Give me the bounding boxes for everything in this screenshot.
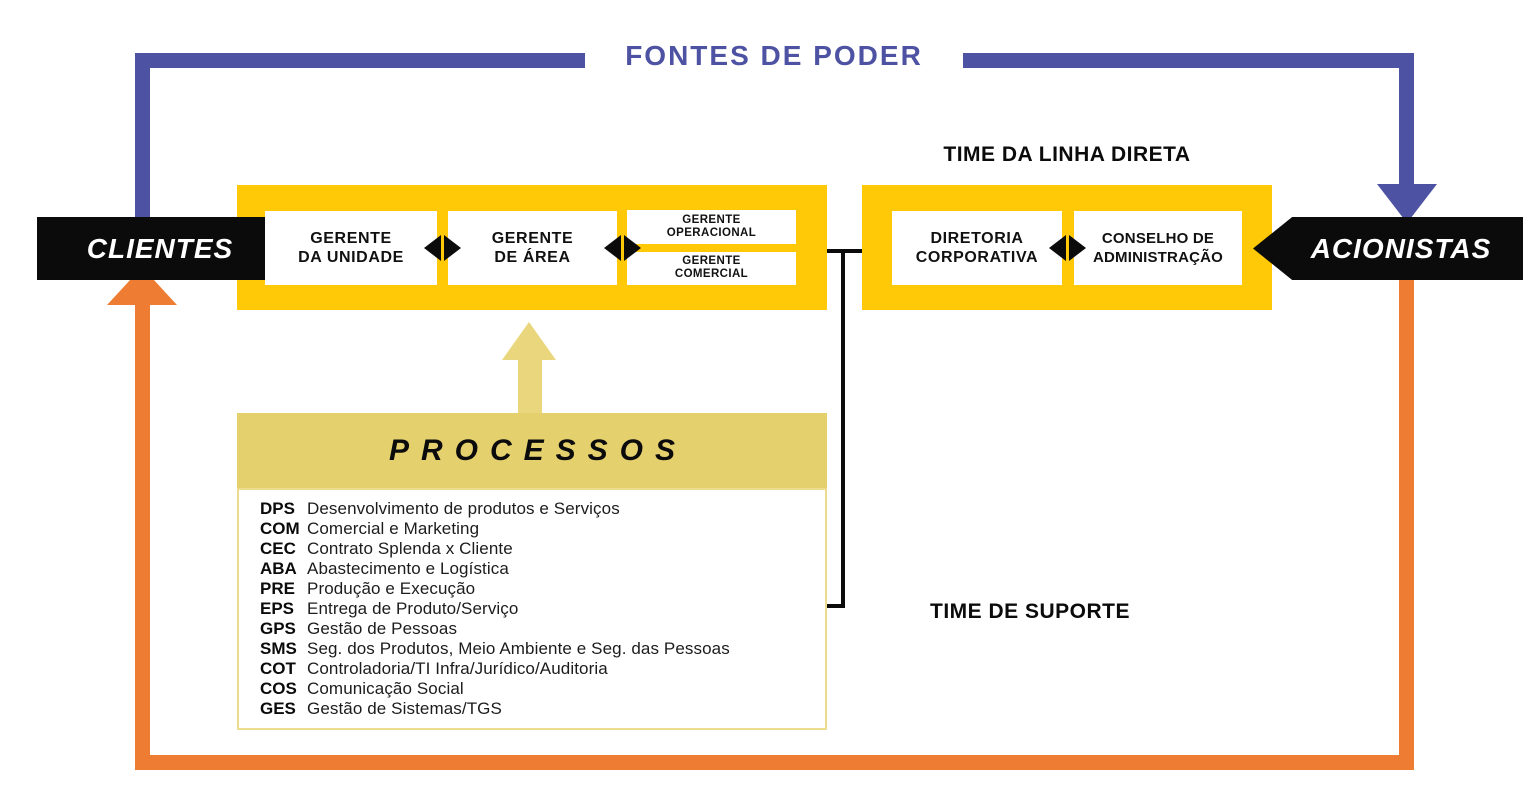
gerente-operacional-line1: GERENTE <box>682 213 741 226</box>
blue-line-right-vertical <box>1399 53 1414 185</box>
connector-vertical <box>841 250 845 608</box>
process-code: DPS <box>260 499 295 518</box>
orange-line-bottom <box>135 755 1414 770</box>
blue-arrow-down-icon <box>1377 184 1437 223</box>
processos-title: PROCESSOS <box>388 433 688 467</box>
process-code: GPS <box>260 619 296 638</box>
process-desc: Entrega de Produto/Serviço <box>307 599 519 618</box>
gerente-unidade-line1: GERENTE <box>310 230 392 247</box>
diretoria-line2: CORPORATIVA <box>915 249 1039 266</box>
clientes-label: CLIENTES <box>86 232 234 264</box>
process-code: ABA <box>260 559 297 578</box>
process-desc: Contrato Splenda x Cliente <box>307 539 513 558</box>
processos-header: PROCESSOS <box>237 413 827 488</box>
diretoria-line1: DIRETORIA <box>930 230 1024 247</box>
gerente-unidade-line2: DA UNIDADE <box>298 249 404 266</box>
process-code: SMS <box>260 639 297 658</box>
orange-line-left-vertical <box>135 303 150 770</box>
tan-arrow-shaft <box>518 358 542 414</box>
gerente-comercial-box: GERENTE COMERCIAL <box>627 251 796 285</box>
fontes-de-poder-title: FONTES DE PODER <box>625 40 923 71</box>
process-item: PRE Produção e Execução <box>260 579 825 599</box>
blue-line-left-vertical <box>135 53 150 217</box>
process-item: COS Comunicação Social <box>260 679 825 699</box>
gerente-area-box: GERENTE DE ÁREA <box>448 211 617 285</box>
process-desc: Comunicação Social <box>307 679 464 698</box>
double-arrow-icon <box>424 235 461 261</box>
process-item: DPS Desenvolvimento de produtos e Serviç… <box>260 499 825 519</box>
process-desc: Abastecimento e Logística <box>307 559 509 578</box>
diretoria-corporativa-box: DIRETORIA CORPORATIVA <box>892 211 1062 285</box>
acionistas-banner: ACIONISTAS <box>1253 217 1523 280</box>
process-desc: Produção e Execução <box>307 579 476 598</box>
process-code: CEC <box>260 539 296 558</box>
double-arrow-icon <box>604 235 641 261</box>
tan-arrow-up-icon <box>502 322 556 360</box>
process-code: COM <box>260 519 300 538</box>
acionistas-label: ACIONISTAS <box>1310 232 1492 264</box>
process-desc: Gestão de Pessoas <box>307 619 458 638</box>
process-code: GES <box>260 699 296 718</box>
gerente-split-box: GERENTE OPERACIONAL GERENTE COMERCIAL <box>627 210 796 285</box>
process-item: SMS Seg. dos Produtos, Meio Ambiente e S… <box>260 639 825 659</box>
process-item: GES Gestão de Sistemas/TGS <box>260 699 825 719</box>
conselho-line2: ADMINISTRAÇÃO <box>1092 249 1224 266</box>
clientes-banner: CLIENTES <box>37 217 309 280</box>
process-code: COS <box>260 679 297 698</box>
process-desc: Gestão de Sistemas/TGS <box>307 699 502 718</box>
gerente-comercial-line2: COMERCIAL <box>674 268 749 281</box>
blue-line-top-right <box>963 53 1414 68</box>
gerente-comercial-line1: GERENTE <box>682 255 741 268</box>
time-linha-direta-label: TIME DA LINHA DIRETA <box>943 143 1191 166</box>
gerente-area-line1: GERENTE <box>491 230 574 247</box>
process-item: ABA Abastecimento e Logística <box>260 559 825 579</box>
process-code: EPS <box>260 599 295 618</box>
gerente-unidade-box: GERENTE DA UNIDADE <box>265 211 437 285</box>
double-arrow-icon <box>1049 235 1086 261</box>
process-desc: Desenvolvimento de produtos e Serviços <box>307 499 620 518</box>
connector-horizontal-bottom <box>824 604 845 608</box>
process-desc: Comercial e Marketing <box>307 519 480 538</box>
processos-list: DPS Desenvolvimento de produtos e Serviç… <box>237 488 827 730</box>
time-suporte-label: TIME DE SUPORTE <box>930 600 1131 623</box>
process-desc: Controladoria/TI Infra/Jurídico/Auditori… <box>307 659 608 678</box>
process-item: CEC Contrato Splenda x Cliente <box>260 539 825 559</box>
gerente-operacional-line2: OPERACIONAL <box>666 226 757 239</box>
conselho-administracao-box: CONSELHO DE ADMINISTRAÇÃO <box>1074 211 1242 285</box>
gerente-operacional-box: GERENTE OPERACIONAL <box>627 210 796 244</box>
orange-line-right-vertical <box>1399 278 1414 770</box>
process-item: GPS Gestão de Pessoas <box>260 619 825 639</box>
process-item: COM Comercial e Marketing <box>260 519 825 539</box>
conselho-line1: CONSELHO DE <box>1101 230 1215 247</box>
gerente-area-line2: DE ÁREA <box>494 249 571 266</box>
process-item: EPS Entrega de Produto/Serviço <box>260 599 825 619</box>
blue-line-top-left <box>135 53 585 68</box>
process-desc: Seg. dos Produtos, Meio Ambiente e Seg. … <box>307 639 730 658</box>
process-item: COT Controladoria/TI Infra/Jurídico/Audi… <box>260 659 825 679</box>
process-code: PRE <box>260 579 295 598</box>
process-code: COT <box>260 659 296 678</box>
